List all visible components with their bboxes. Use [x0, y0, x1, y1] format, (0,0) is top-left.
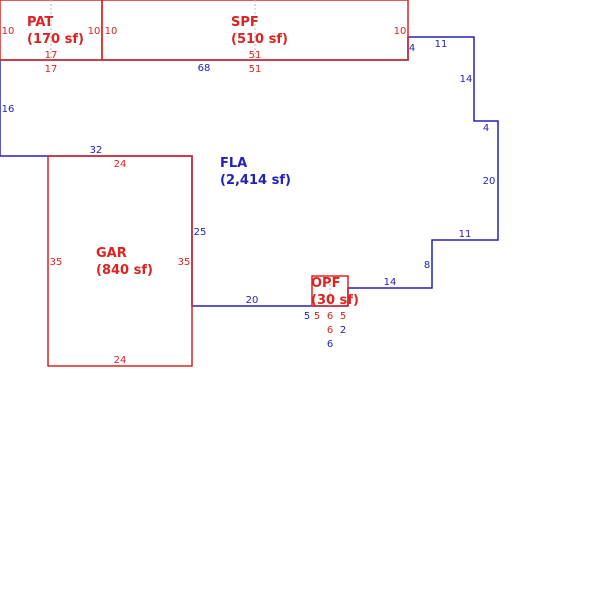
spf-dim-right: 10: [394, 26, 407, 37]
gar-name-label: GAR: [96, 246, 127, 261]
opf-name-label: OPF: [311, 276, 340, 291]
fla-dim-step-up: 4: [409, 43, 415, 54]
fla-dim-upper-right-top: 11: [435, 39, 448, 50]
gar-size-label: (840 sf): [96, 263, 153, 278]
pat-name-label: PAT: [27, 15, 53, 30]
opf-dim-bottom-inner: 6: [327, 311, 333, 322]
opf-dim-bottom-outer: 6: [327, 325, 333, 336]
opf-size-label: (30 sf): [311, 293, 359, 308]
fla-dim-bottom-mid: 20: [246, 295, 259, 306]
fla-dim-right: 20: [483, 176, 496, 187]
fla-name-label: FLA: [220, 156, 247, 171]
fla-dim-upper-right-side: 14: [460, 74, 473, 85]
opf-dim-right: 5: [340, 311, 346, 322]
spf-name-label: SPF: [231, 15, 259, 30]
fla-dim-porch-bottom: 6: [327, 339, 333, 350]
spf-dim-bottom-outer: 51: [249, 64, 262, 75]
gar-dim-left: 35: [50, 257, 63, 268]
fla-dim-lower-right: 11: [459, 229, 472, 240]
fla-dim-left: 16: [2, 104, 15, 115]
spf-dim-left: 10: [105, 26, 118, 37]
spf-size-label: (510 sf): [231, 32, 288, 47]
fla-dim-garage-side: 25: [194, 227, 207, 238]
fla-dim-top: 68: [198, 63, 211, 74]
fla-dim-porch-right: 2: [340, 325, 346, 336]
gar-dim-bottom: 24: [114, 355, 127, 366]
gar-dim-right: 35: [178, 257, 191, 268]
spf-dim-bottom-inner: 51: [249, 50, 262, 61]
fla-size-label: (2,414 sf): [220, 173, 291, 188]
fla-dim-bottom-right: 14: [384, 277, 397, 288]
fla-dim-porch-left: 5: [304, 311, 310, 322]
spf-outline: [101, 0, 409, 61]
pat-dim-bottom-inner: 17: [45, 50, 58, 61]
pat-dim-left: 10: [2, 26, 15, 37]
fla-dim-left-bottom: 32: [90, 145, 103, 156]
pat-dim-bottom-outer: 17: [45, 64, 58, 75]
fla-dim-notch: 4: [483, 123, 489, 134]
fla-dim-lower-step: 8: [424, 260, 430, 271]
pat-size-label: (170 sf): [27, 32, 84, 47]
pat-dim-right: 10: [88, 26, 101, 37]
gar-dim-top: 24: [114, 159, 127, 170]
opf-dim-left: 5: [314, 311, 320, 322]
gar-outline: [47, 155, 193, 367]
